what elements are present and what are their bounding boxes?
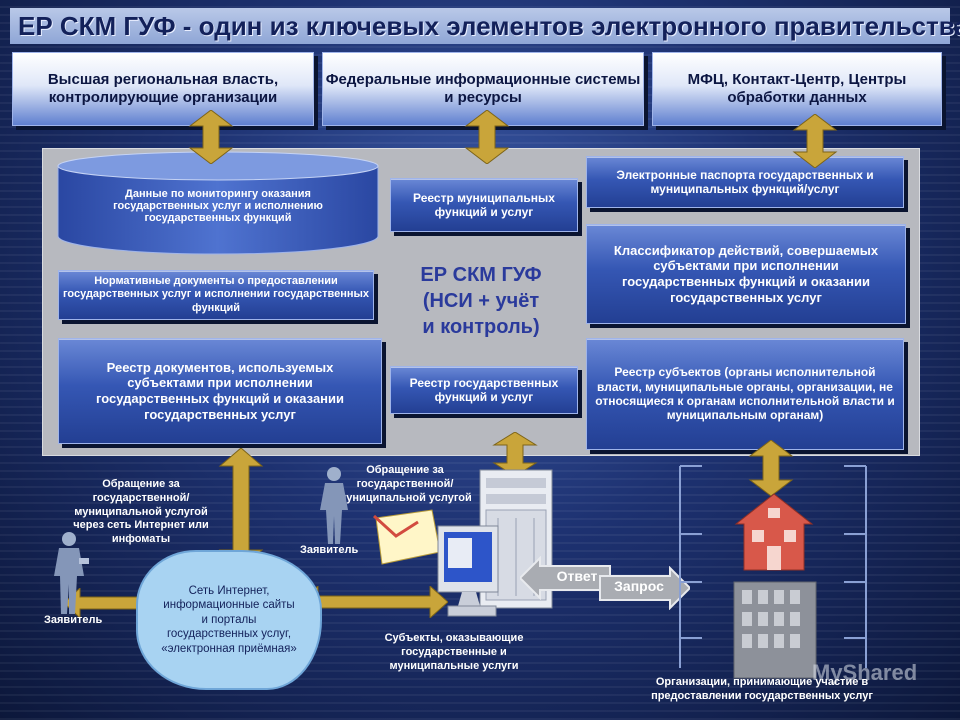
applicant-person-left-icon [54, 532, 89, 614]
top-box-federal-systems-label: Федеральные информационные системы и рес… [325, 71, 641, 106]
municipal-registry-label: Реестр муниципальных функций и услуг [413, 190, 555, 219]
page-title: ЕР СКМ ГУФ - один из ключевых элементов … [10, 8, 960, 44]
center-title-line-1: ЕР СКМ ГУФ [420, 264, 542, 286]
arrow-mfc-icon [792, 114, 838, 168]
municipal-registry-box: Реестр муниципальных функций и услуг [390, 178, 578, 232]
house-icon [734, 493, 814, 571]
computer-monitor-icon [437, 525, 499, 617]
appeal-center-label: Обращение за государственной/ муниципаль… [338, 464, 472, 504]
top-box-mfc: МФЦ, Контакт-Центр, Центры обработки дан… [652, 52, 942, 126]
arrow-subjects-icon [748, 440, 794, 496]
normative-docs-box: Нормативные документы о предоставлении г… [58, 270, 374, 320]
docs-registry-box: Реестр документов, используемых субъекта… [58, 338, 382, 444]
top-box-regional-power: Высшая региональная власть, контролирующ… [12, 52, 314, 126]
state-registry-box: Реестр государственных функций и услуг [390, 366, 578, 414]
organizations-caption: Организации, принимающие участие в предо… [651, 676, 873, 702]
docs-registry-label: Реестр документов, используемых субъекта… [95, 359, 345, 422]
appeal-internet-label: Обращение за государственной/муниципальн… [73, 478, 209, 545]
passports-box: Электронные паспорта государственных и м… [586, 156, 904, 208]
normative-docs-label: Нормативные документы о предоставлении г… [62, 275, 370, 314]
arrow-applicant-cloud-icon [64, 588, 166, 618]
classifier-label: Классификатор действий, совершаемых субъ… [613, 242, 879, 305]
subjects-registry-box: Реестр субъектов (органы исполнительной … [586, 338, 904, 450]
arrow-cloud-computer-icon [300, 586, 448, 618]
arrow-regional-icon [188, 110, 234, 164]
arrow-federal-icon [464, 110, 510, 164]
office-building-icon [733, 581, 817, 679]
applicant-person-center-icon [320, 467, 348, 544]
top-box-regional-power-label: Высшая региональная власть, контролирующ… [47, 71, 279, 106]
monitoring-database-icon [57, 151, 379, 255]
subjects-registry-label: Реестр субъектов (органы исполнительной … [595, 365, 895, 423]
applicant-left-label: Заявитель [44, 614, 103, 626]
applicant-center-label: Заявитель [300, 544, 359, 556]
monitoring-data-label: Данные по мониторингу оказания государст… [113, 188, 323, 224]
top-box-mfc-label: МФЦ, Контакт-Центр, Центры обработки дан… [687, 71, 907, 106]
request-label: Запрос [614, 578, 664, 594]
center-title-line-2: (НСИ + учёт [422, 290, 540, 312]
center-title-line-3: и контроль) [422, 316, 540, 338]
arrow-server-icon [492, 432, 538, 476]
internet-cloud-label: Сеть Интернет, информационные сайты и по… [161, 585, 297, 655]
answer-label: Ответ [556, 568, 598, 584]
internet-cloud: Сеть Интернет, информационные сайты и по… [136, 550, 322, 690]
organizations-frame-icon [679, 465, 867, 668]
er-skm-center-title: ЕР СКМ ГУФ (НСИ + учёт и контроль) [392, 262, 570, 340]
watermark-logo: MyShared [812, 660, 918, 685]
document-icon [372, 509, 441, 565]
passports-label: Электронные паспорта государственных и м… [616, 167, 874, 196]
state-registry-label: Реестр государственных функций и услуг [409, 375, 559, 404]
subjects-caption: Субъекты, оказывающие государственные и … [384, 632, 524, 672]
arrow-internet-icon [218, 448, 264, 568]
classifier-box: Классификатор действий, совершаемых субъ… [586, 224, 906, 324]
